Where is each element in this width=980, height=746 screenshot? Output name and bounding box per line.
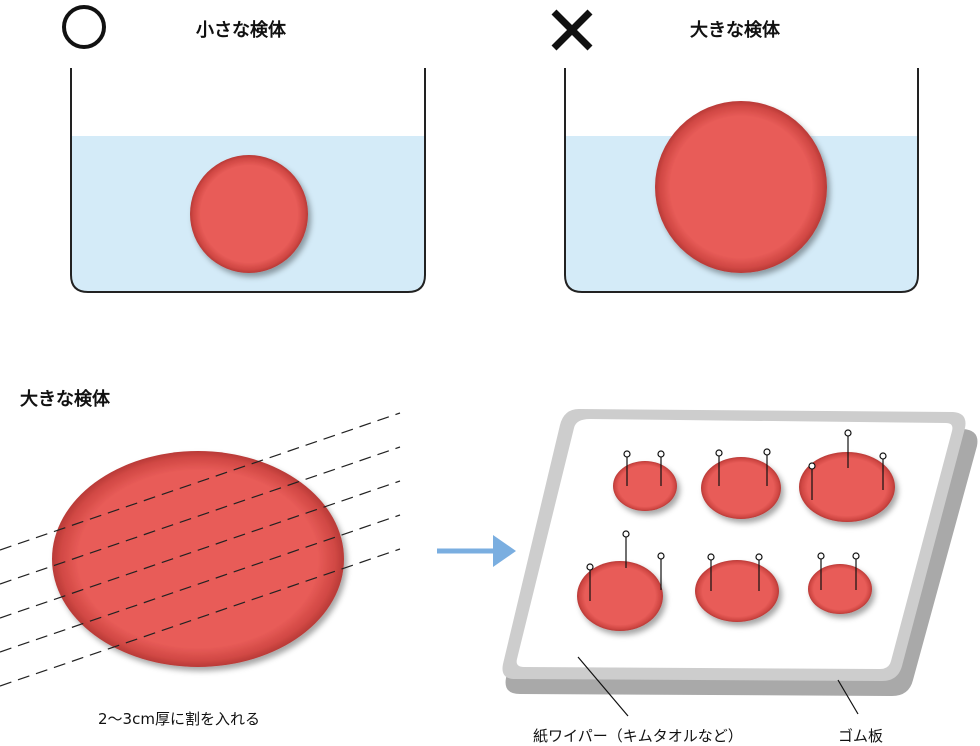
pin-icon (756, 554, 762, 560)
pin-icon (716, 450, 722, 456)
pin-icon (845, 430, 851, 436)
pin-icon (853, 553, 859, 559)
paper-wiper-label: 紙ワイパー（キムタオルなど） (533, 725, 743, 746)
specimen-large (655, 101, 827, 273)
pin-icon (587, 564, 593, 570)
paper-wiper (517, 419, 953, 669)
arrow-right-icon (437, 535, 516, 567)
pin-icon (708, 554, 714, 560)
container-large (565, 68, 918, 292)
title-large-specimen: 大きな検体 (690, 16, 780, 42)
specimen-piece (808, 564, 872, 614)
rubber-board (503, 409, 978, 696)
specimen-piece (695, 560, 779, 622)
pin-icon (880, 453, 886, 459)
pin-icon (623, 531, 629, 537)
pin-icon (658, 553, 664, 559)
pin-icon (624, 451, 630, 457)
specimen-small (190, 155, 308, 273)
container-small (71, 68, 425, 292)
pin-icon (764, 449, 770, 455)
pin-icon (818, 553, 824, 559)
specimen-piece (701, 457, 781, 519)
pin-icon (658, 451, 664, 457)
cross-ng-icon (554, 12, 590, 48)
slice-instruction-label: 2～3cm厚に割を入れる (98, 708, 260, 729)
pin-icon (809, 463, 815, 469)
title-small-specimen: 小さな検体 (196, 16, 286, 42)
specimen-piece (799, 452, 895, 522)
circle-ok-icon (64, 7, 104, 47)
specimen-piece (613, 461, 677, 511)
specimen-oval (52, 451, 344, 667)
section-title-large-specimen: 大きな検体 (20, 385, 110, 411)
rubber-board-label: ゴム板 (838, 725, 883, 746)
